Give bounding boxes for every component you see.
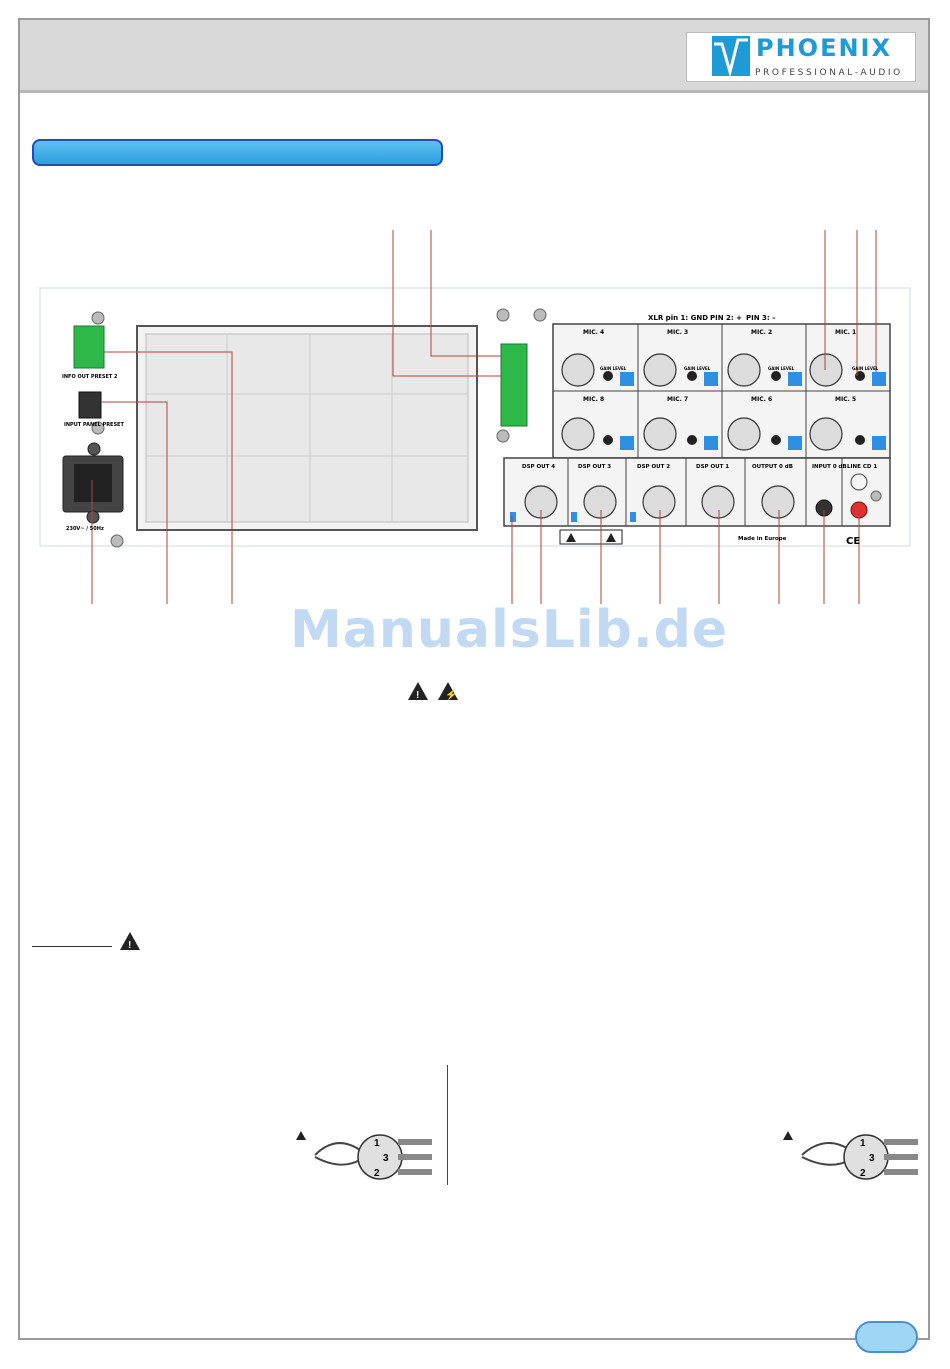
xlr-plug-right: 1 3 2: [783, 1131, 918, 1180]
svg-text:DSP OUT 3: DSP OUT 3: [578, 464, 611, 470]
svg-text:GAIN LEVEL: GAIN LEVEL: [852, 366, 879, 371]
xlr-mic7: [643, 417, 677, 451]
svg-text:DSP OUT 2: DSP OUT 2: [637, 464, 670, 470]
svg-text:2: 2: [860, 1168, 866, 1179]
warning-label: [559, 529, 623, 545]
svg-text:MIC. 4: MIC. 4: [583, 329, 604, 336]
svg-text:Made in Europe: Made in Europe: [738, 536, 787, 542]
svg-text:1: 1: [374, 1138, 380, 1149]
xlr-mic4: [561, 353, 595, 387]
fuse-icon: [87, 442, 101, 456]
svg-text:3: 3: [869, 1153, 875, 1164]
svg-text:INPUT PANEL PRESET: INPUT PANEL PRESET: [64, 422, 124, 428]
warning-icons: ! ⚡: [408, 682, 458, 701]
page-number-badge: [855, 1321, 918, 1353]
input-panel-switch: [78, 391, 102, 419]
svg-text:PIN 3: –: PIN 3: –: [746, 314, 776, 322]
svg-text:CE: CE: [846, 536, 860, 547]
svg-text:GAIN LEVEL: GAIN LEVEL: [768, 366, 795, 371]
svg-text:⚡: ⚡: [445, 688, 457, 701]
screw-icon: [496, 308, 510, 322]
svg-text:PIN 2: +: PIN 2: +: [710, 314, 742, 322]
svg-text:GAIN LEVEL: GAIN LEVEL: [684, 366, 711, 371]
screw-icon: [86, 510, 100, 524]
watermark: ManualsLib.de: [290, 600, 729, 660]
xlr-mic1: [809, 353, 843, 387]
svg-text:OUTPUT 0 dB: OUTPUT 0 dB: [752, 464, 793, 470]
svg-text:MIC. 3: MIC. 3: [667, 329, 688, 336]
screw-icon: [533, 308, 547, 322]
svg-text:MIC. 1: MIC. 1: [835, 329, 856, 336]
screw-icon: [91, 421, 105, 435]
svg-text:1: 1: [860, 1138, 866, 1149]
xlr-mic3: [643, 353, 677, 387]
rca-white: [850, 473, 868, 491]
xlr-mic6: [727, 417, 761, 451]
screw-icon: [496, 429, 510, 443]
screw-icon: [110, 534, 124, 548]
xlr-pin-note: XLR pin 1: GND: [648, 314, 708, 322]
brand-tagline: PROFESSIONAL-AUDIO: [755, 68, 903, 78]
svg-text:DSP OUT 1: DSP OUT 1: [696, 464, 729, 470]
xlr-plug-left: 1 3 2: [296, 1131, 432, 1180]
column-divider: [447, 1065, 448, 1185]
svg-text:MIC. 6: MIC. 6: [751, 396, 772, 403]
xlr-mic2: [727, 353, 761, 387]
svg-text:INPUT 0 dB: INPUT 0 dB: [812, 464, 847, 470]
svg-text:MIC. 5: MIC. 5: [835, 396, 856, 403]
svg-text:!: !: [128, 940, 131, 951]
screw-icon: [91, 311, 105, 325]
xlr-mic5: [809, 417, 843, 451]
speaker-terminal: [500, 343, 528, 427]
svg-text:MIC. 7: MIC. 7: [667, 396, 688, 403]
svg-text:INFO OUT PRESET 2: INFO OUT PRESET 2: [62, 374, 118, 380]
svg-text:!: !: [416, 690, 419, 701]
svg-text:230V~ / 50Hz: 230V~ / 50Hz: [66, 526, 104, 532]
section-heading-bar: [32, 139, 443, 166]
svg-text:DSP OUT 4: DSP OUT 4: [522, 464, 555, 470]
page-frame: [18, 18, 930, 1340]
svg-text:GAIN LEVEL: GAIN LEVEL: [600, 366, 627, 371]
info-out-terminal: [73, 325, 105, 369]
svg-text:2: 2: [374, 1168, 380, 1179]
warning-underline: [32, 946, 112, 947]
svg-text:LINE CD 1: LINE CD 1: [847, 464, 877, 470]
svg-text:MIC. 2: MIC. 2: [751, 329, 772, 336]
svg-text:3: 3: [383, 1153, 389, 1164]
xlr-mic8: [561, 417, 595, 451]
warning-icon: [120, 932, 140, 950]
svg-text:MIC. 8: MIC. 8: [583, 396, 604, 403]
brand-name: PHOENIX: [756, 34, 892, 62]
phoenix-logo-icon: [712, 36, 750, 76]
